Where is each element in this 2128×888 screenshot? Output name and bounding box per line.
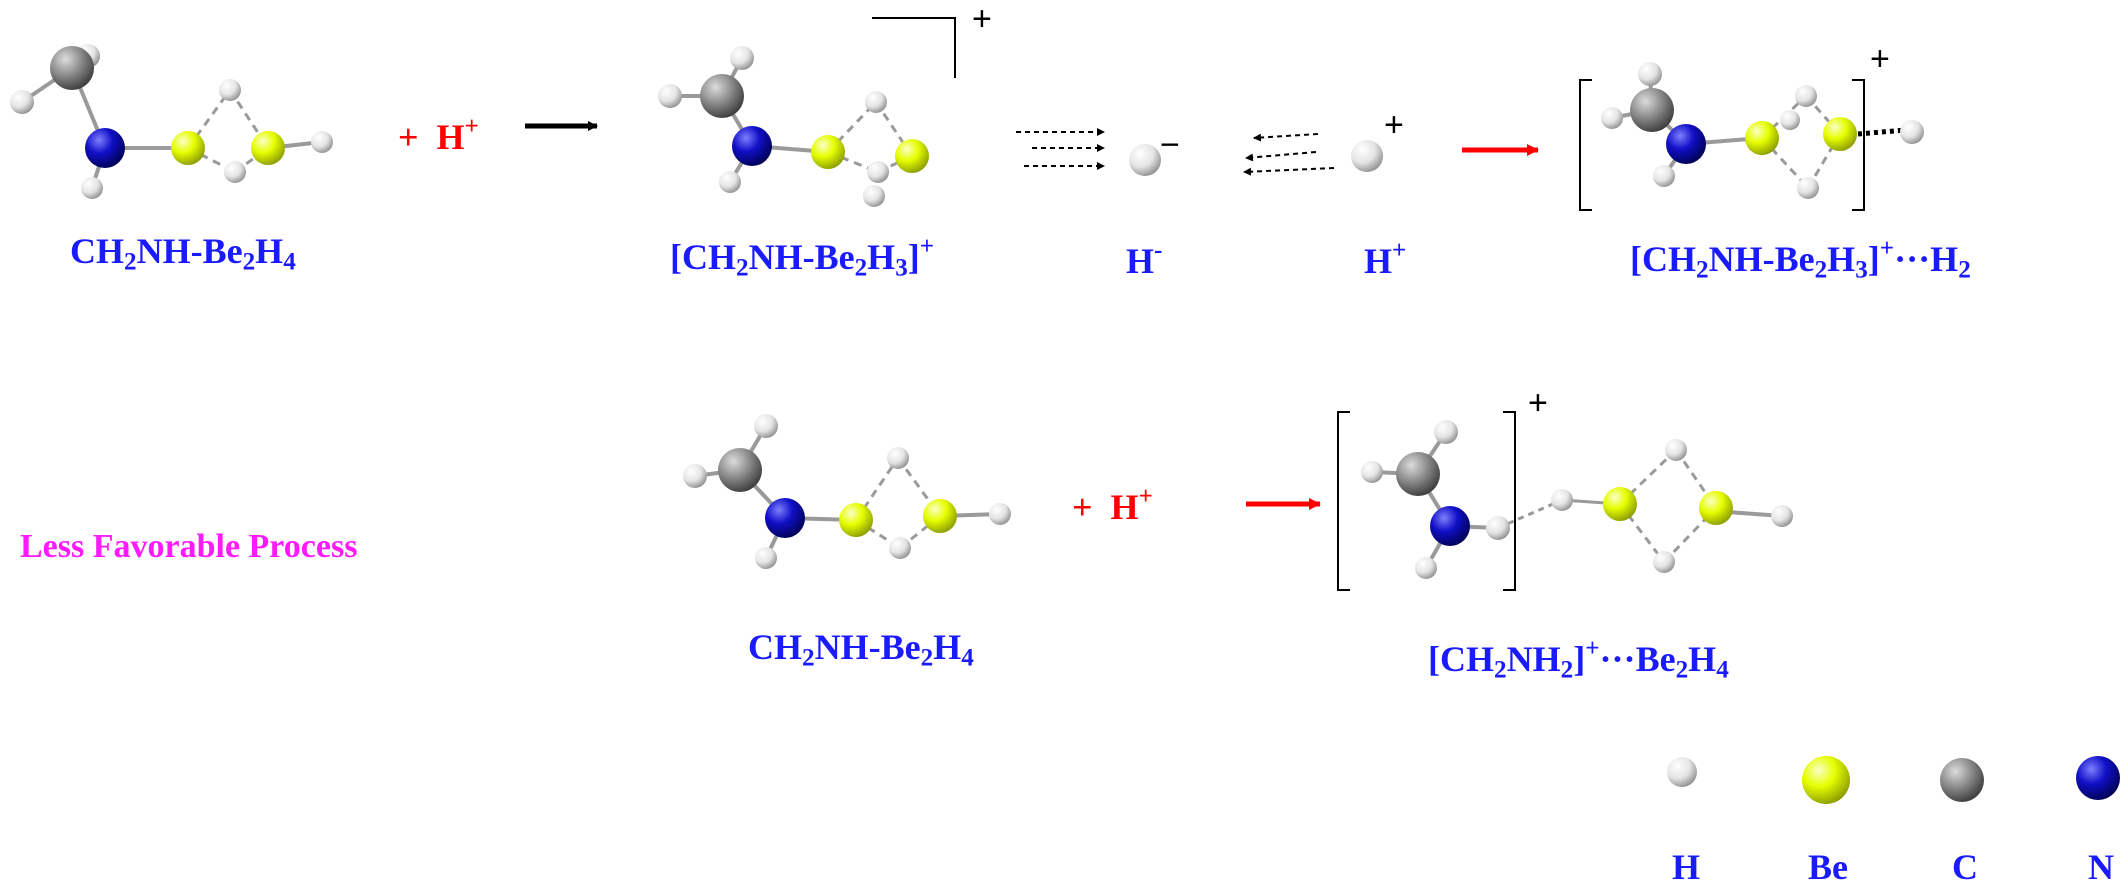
molecule-complex-h2 bbox=[1601, 62, 1924, 199]
charge-minus-hydride: − bbox=[1160, 126, 1180, 164]
charge-plus-proton: + bbox=[1384, 106, 1404, 144]
label-plus-proton-row2: + H+ bbox=[1072, 482, 1153, 527]
dashed-arrows-right bbox=[1016, 128, 1105, 170]
molecule-ch2nh2-be2h4 bbox=[1361, 420, 1793, 579]
label-proton: H+ bbox=[1364, 236, 1407, 281]
molecule-ch2nh-be2h4-row2 bbox=[683, 414, 1011, 569]
legend-label-h: H bbox=[1672, 847, 1701, 887]
legend-label-n: N bbox=[2088, 847, 2114, 887]
dashed-arrows-left bbox=[1243, 133, 1335, 176]
left-bracket-2 bbox=[1337, 411, 1350, 591]
label-complex-row1: [CH2NH-Be2H3]+···H2 bbox=[1630, 234, 1971, 284]
charge-bracket bbox=[872, 17, 956, 78]
hydrogen-atom-icon bbox=[1667, 757, 1697, 787]
label-product-row2: [CH2NH2]+···Be2H4 bbox=[1428, 634, 1729, 684]
label-less-favorable: Less Favorable Process bbox=[20, 528, 358, 565]
legend-label-be: Be bbox=[1808, 847, 1848, 887]
left-bracket bbox=[1579, 79, 1592, 211]
carbon-atom-icon bbox=[1940, 758, 1984, 802]
proton-atom bbox=[1351, 140, 1383, 172]
right-bracket bbox=[1852, 79, 1865, 211]
nitrogen-atom-icon bbox=[2076, 756, 2120, 800]
charge-plus-product: + bbox=[972, 0, 992, 38]
legend-label-c: C bbox=[1952, 847, 1978, 887]
label-plus-proton-row1: + H+ bbox=[398, 112, 479, 157]
molecule-ch2nh-be2h4-row1 bbox=[10, 44, 333, 199]
label-reactant-row1: CH2NH-Be2H4 bbox=[70, 231, 296, 276]
charge-plus-row2: + bbox=[1528, 384, 1548, 422]
hydride-atom bbox=[1129, 144, 1161, 176]
right-bracket-2 bbox=[1503, 411, 1516, 591]
charge-plus-complex: + bbox=[1870, 40, 1890, 78]
label-product-row1: [CH2NH-Be2H3]+ bbox=[670, 232, 935, 282]
label-hydride: H- bbox=[1126, 236, 1163, 281]
label-reactant-row2: CH2NH-Be2H4 bbox=[748, 627, 974, 672]
molecule-ch2nh-be2h3-cation bbox=[658, 46, 929, 207]
beryllium-atom-icon bbox=[1802, 756, 1850, 804]
